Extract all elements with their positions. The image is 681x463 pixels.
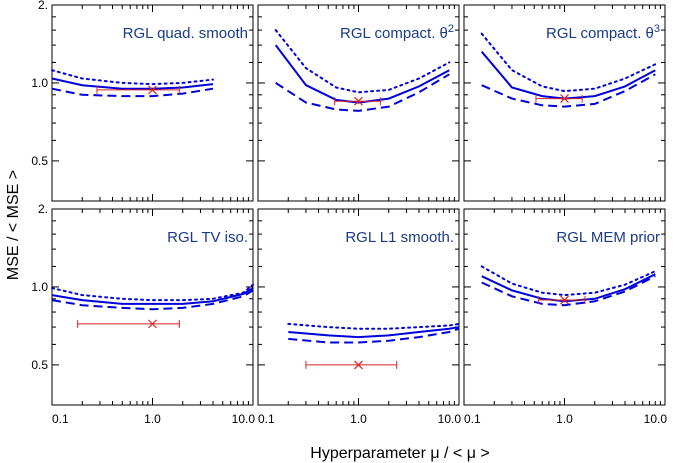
x-tick-label: 1.0 xyxy=(556,412,573,426)
panel-title: RGL TV iso. xyxy=(167,229,248,246)
optimum-marker xyxy=(560,94,569,104)
y-tick-label: 1.0 xyxy=(31,280,48,294)
series-dotted xyxy=(51,283,254,302)
series-dashed xyxy=(51,87,214,98)
x-tick-label: 0.1 xyxy=(464,412,481,426)
y-tick-label: 0.5 xyxy=(31,358,48,372)
x-tick-label: 10.0 xyxy=(644,412,668,426)
y-tick-label: 2. xyxy=(38,202,48,216)
x-tick-label: 10.0 xyxy=(232,412,256,426)
panel-1: 0.5 1.0 2. RGL quad. smooth xyxy=(31,0,254,202)
series-dashed xyxy=(275,73,450,112)
x-axis-title: Hyperparameter μ / < μ > xyxy=(310,445,489,462)
series-solid xyxy=(274,44,450,104)
series-solid xyxy=(51,287,254,305)
panel-5: 0.1 1.0 10.0 RGL L1 smooth. xyxy=(257,208,462,426)
panel-title: RGL L1 smooth. xyxy=(345,229,454,246)
series-solid xyxy=(481,273,656,303)
series-dashed xyxy=(51,289,254,311)
panel-title: RGL compact. θ3 xyxy=(546,23,660,42)
panel-4: 0.5 1.0 2. 0.1 1.0 10.0 RGL TV iso. xyxy=(31,202,255,426)
series-dotted xyxy=(480,265,657,297)
x-tick-label: 1.0 xyxy=(144,412,161,426)
series-dotted xyxy=(480,32,657,93)
series-solid xyxy=(288,326,460,339)
series-solid xyxy=(51,77,214,90)
x-tick-label: 10.0 xyxy=(438,412,462,426)
optimum-marker xyxy=(560,295,569,305)
series-dotted xyxy=(51,69,214,86)
panel-6: 0.1 1.0 10.0 RGL MEM prior xyxy=(463,208,668,426)
series-dotted xyxy=(274,29,451,94)
optimum-marker xyxy=(148,319,157,329)
x-tick-label: 0.1 xyxy=(258,412,275,426)
series-dashed xyxy=(481,73,656,108)
y-tick-label: 1.0 xyxy=(31,76,48,90)
y-tick-label: 2. xyxy=(38,0,48,12)
optimum-marker xyxy=(354,360,363,370)
panel-title: RGL MEM prior xyxy=(556,229,660,246)
series-dashed xyxy=(288,327,460,344)
optimum-marker xyxy=(148,85,157,95)
panels: 0.5 1.0 2. RGL quad. smooth RGL compact. θ2 R… xyxy=(31,0,667,426)
y-axis-title: MSE / < MSE > xyxy=(5,170,22,280)
x-tick-label: 0.1 xyxy=(52,412,69,426)
panel-2: RGL compact. θ2 xyxy=(257,4,460,202)
optimum-marker xyxy=(354,96,363,106)
series-dotted xyxy=(287,322,460,330)
panel-title: RGL compact. θ2 xyxy=(340,23,454,42)
series-dashed xyxy=(481,275,656,307)
x-tick-label: 1.0 xyxy=(350,412,367,426)
panel-3: RGL compact. θ3 xyxy=(463,4,666,202)
panel-title: RGL quad. smooth xyxy=(123,25,248,42)
y-tick-label: 0.5 xyxy=(31,154,48,168)
